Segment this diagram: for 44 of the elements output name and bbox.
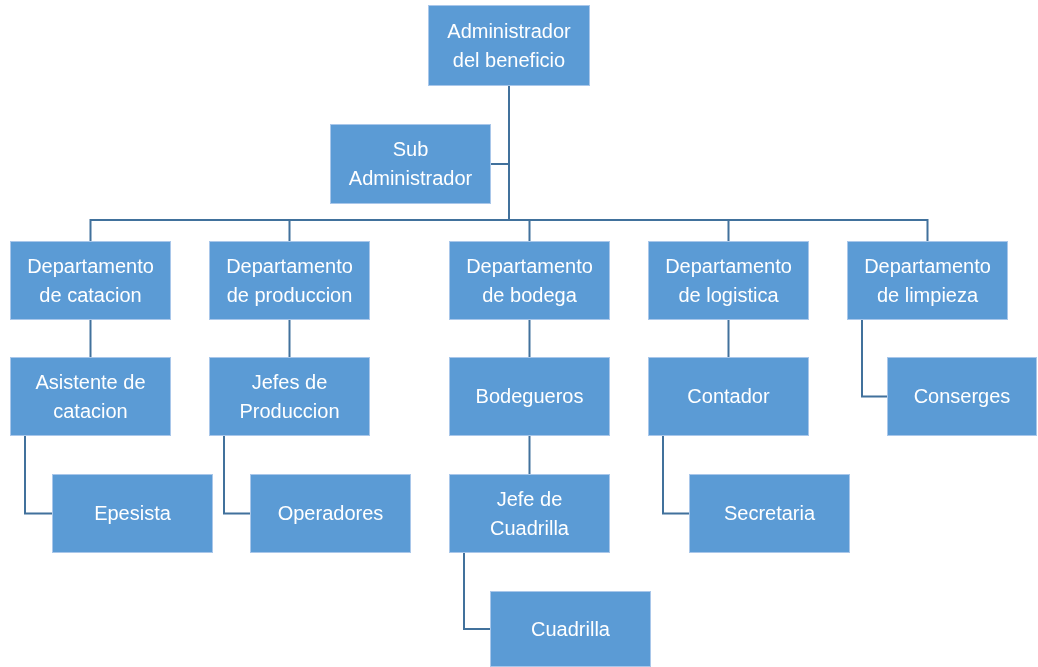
org-box (428, 5, 590, 86)
role-label: Administrador del beneficio (446, 18, 572, 73)
role-label: Epesista (94, 501, 171, 526)
role-label: Conserges (913, 384, 1011, 409)
org-box (847, 241, 1008, 320)
org-box (449, 474, 610, 553)
org-box (209, 241, 370, 320)
role-label: Sub Administrador (347, 137, 474, 191)
org-box (490, 591, 651, 667)
org-box (689, 474, 850, 553)
role-label: Secretaria (723, 501, 816, 526)
org-box (648, 357, 809, 436)
role-label: Departamento de catacion (26, 253, 155, 308)
connector-line (463, 552, 491, 630)
connector-line (528, 435, 531, 475)
role-label: Cuadrilla (531, 616, 610, 642)
org-box (887, 357, 1037, 436)
role-label: Departamento de bodega (465, 253, 594, 308)
connector-line (861, 319, 888, 398)
role-label: Departamento de limpieza (863, 253, 992, 308)
connector-line (727, 319, 730, 358)
org-box (449, 357, 610, 436)
org-box (209, 357, 370, 436)
role-label: Jefe de Cuadrilla (489, 486, 570, 541)
connector-line (528, 319, 531, 358)
role-label: Departamento de produccion (225, 253, 354, 308)
connector-line (662, 435, 690, 515)
org-box (648, 241, 809, 320)
role-label: Asistente de catacion (34, 369, 147, 424)
org-box (10, 357, 171, 436)
org-box (250, 474, 411, 553)
role-label: Contador (687, 384, 770, 409)
role-label: Bodegueros (475, 384, 584, 409)
role-label: Operadores (277, 501, 384, 526)
role-label: Departamento de logistica (664, 253, 793, 308)
connector-line (223, 435, 251, 515)
role-label: Jefes de Produccion (238, 369, 341, 424)
org-box (52, 474, 213, 553)
connector-line (89, 319, 92, 358)
connector-line (24, 435, 53, 515)
org-box (10, 241, 171, 320)
org-box (330, 124, 491, 204)
org-box (449, 241, 610, 320)
connector-line (288, 319, 291, 358)
